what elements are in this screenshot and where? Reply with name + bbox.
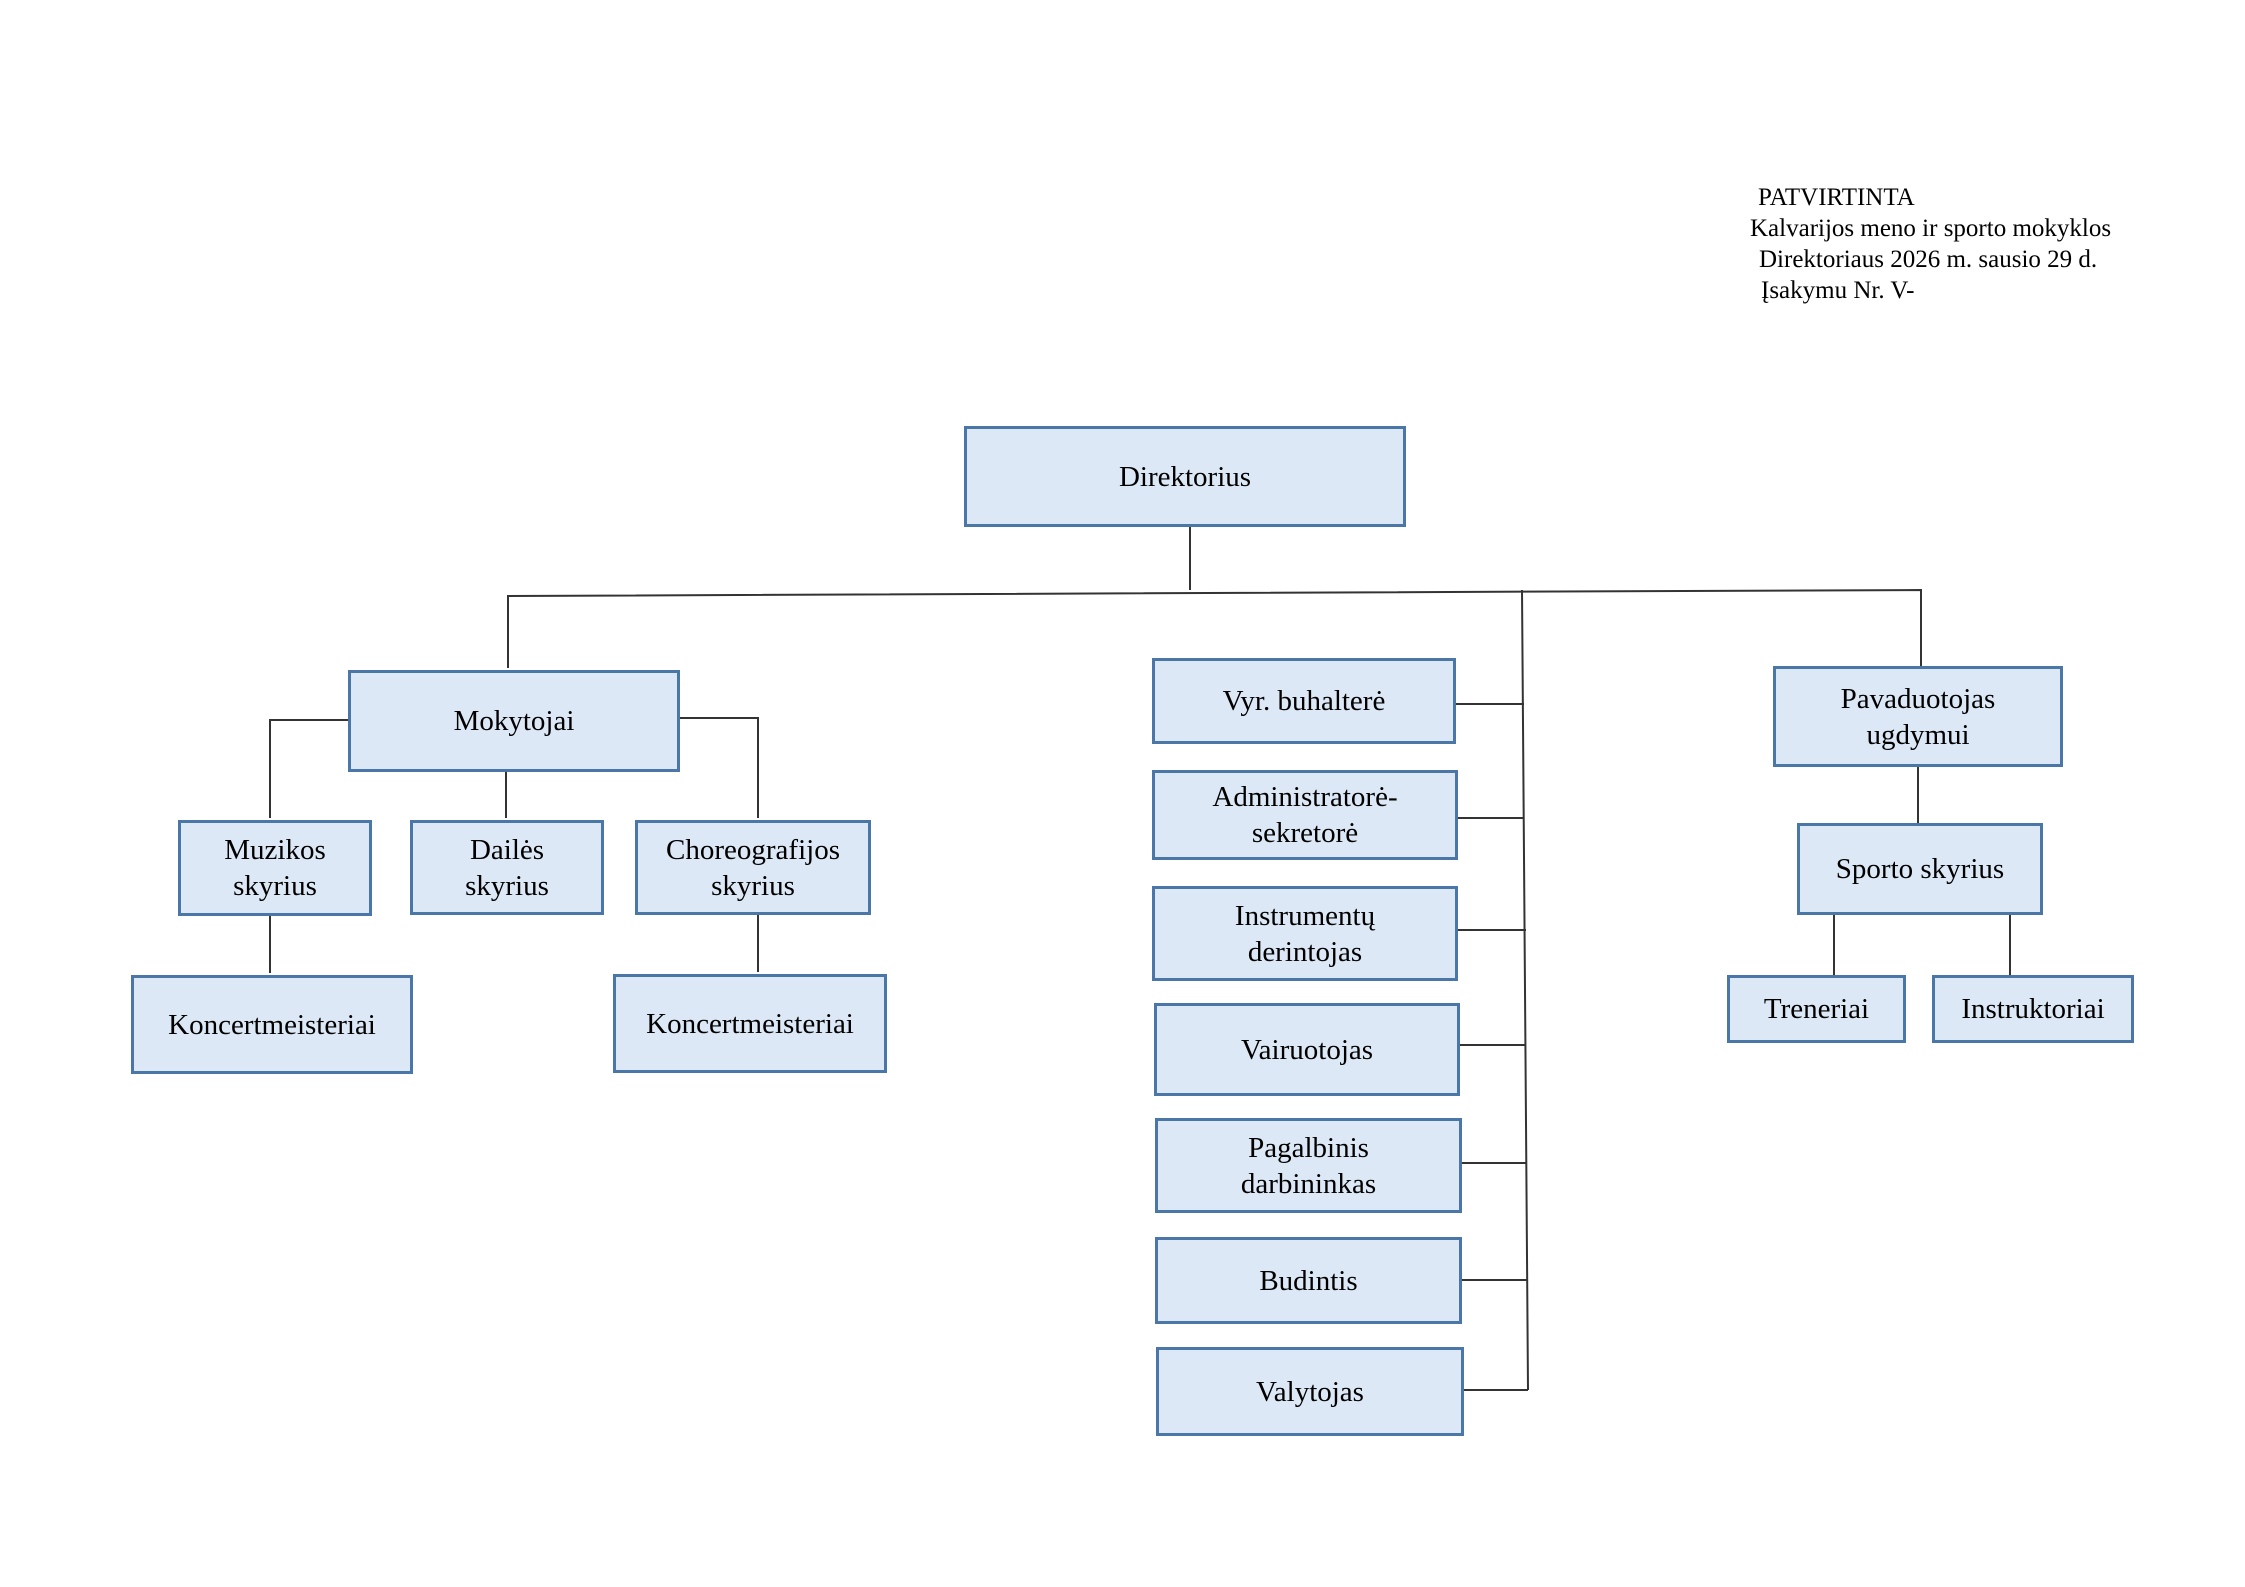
box-instrument-tuner: Instrumentų derintojas: [1152, 886, 1458, 981]
connector-main-bus: [507, 588, 1922, 666]
box-chief-accountant: Vyr. buhalterė: [1152, 658, 1456, 744]
box-choreography-department: Choreografijos skyrius: [635, 820, 871, 915]
approval-block: PATVIRTINTA Kalvarijos meno ir sporto mo…: [1750, 182, 2111, 306]
box-sport-department: Sporto skyrius: [1797, 823, 2043, 915]
box-on-duty: Budintis: [1155, 1237, 1462, 1324]
box-cleaner: Valytojas: [1156, 1347, 1464, 1436]
approval-title: PATVIRTINTA: [1758, 184, 1915, 211]
box-accompanists-music: Koncertmeisteriai: [131, 975, 413, 1074]
box-art-department: Dailės skyrius: [410, 820, 604, 915]
box-instructors: Instruktoriai: [1932, 975, 2134, 1043]
box-auxiliary-worker: Pagalbinis darbininkas: [1155, 1118, 1462, 1213]
box-music-department: Muzikos skyrius: [178, 820, 372, 916]
box-deputy-education: Pavaduotojas ugdymui: [1773, 666, 2063, 767]
box-teachers: Mokytojai: [348, 670, 680, 772]
approval-order-number: Įsakymu Nr. V-: [1761, 277, 1915, 304]
box-coaches: Treneriai: [1727, 975, 1906, 1043]
box-director: Direktorius: [964, 426, 1406, 527]
box-administrator-secretary: Administratorė-sekretorė: [1152, 770, 1458, 860]
approval-school: Kalvarijos meno ir sporto mokyklos: [1750, 215, 2112, 242]
connector-choreo: [678, 717, 759, 818]
box-accompanists-choreography: Koncertmeisteriai: [613, 974, 887, 1073]
connector-music: [269, 719, 348, 818]
box-driver: Vairuotojas: [1154, 1003, 1460, 1096]
approval-order-date: Direktoriaus 2026 m. sausio 29 d.: [1759, 246, 2098, 273]
connector-staff-spine: [1521, 589, 1529, 1391]
